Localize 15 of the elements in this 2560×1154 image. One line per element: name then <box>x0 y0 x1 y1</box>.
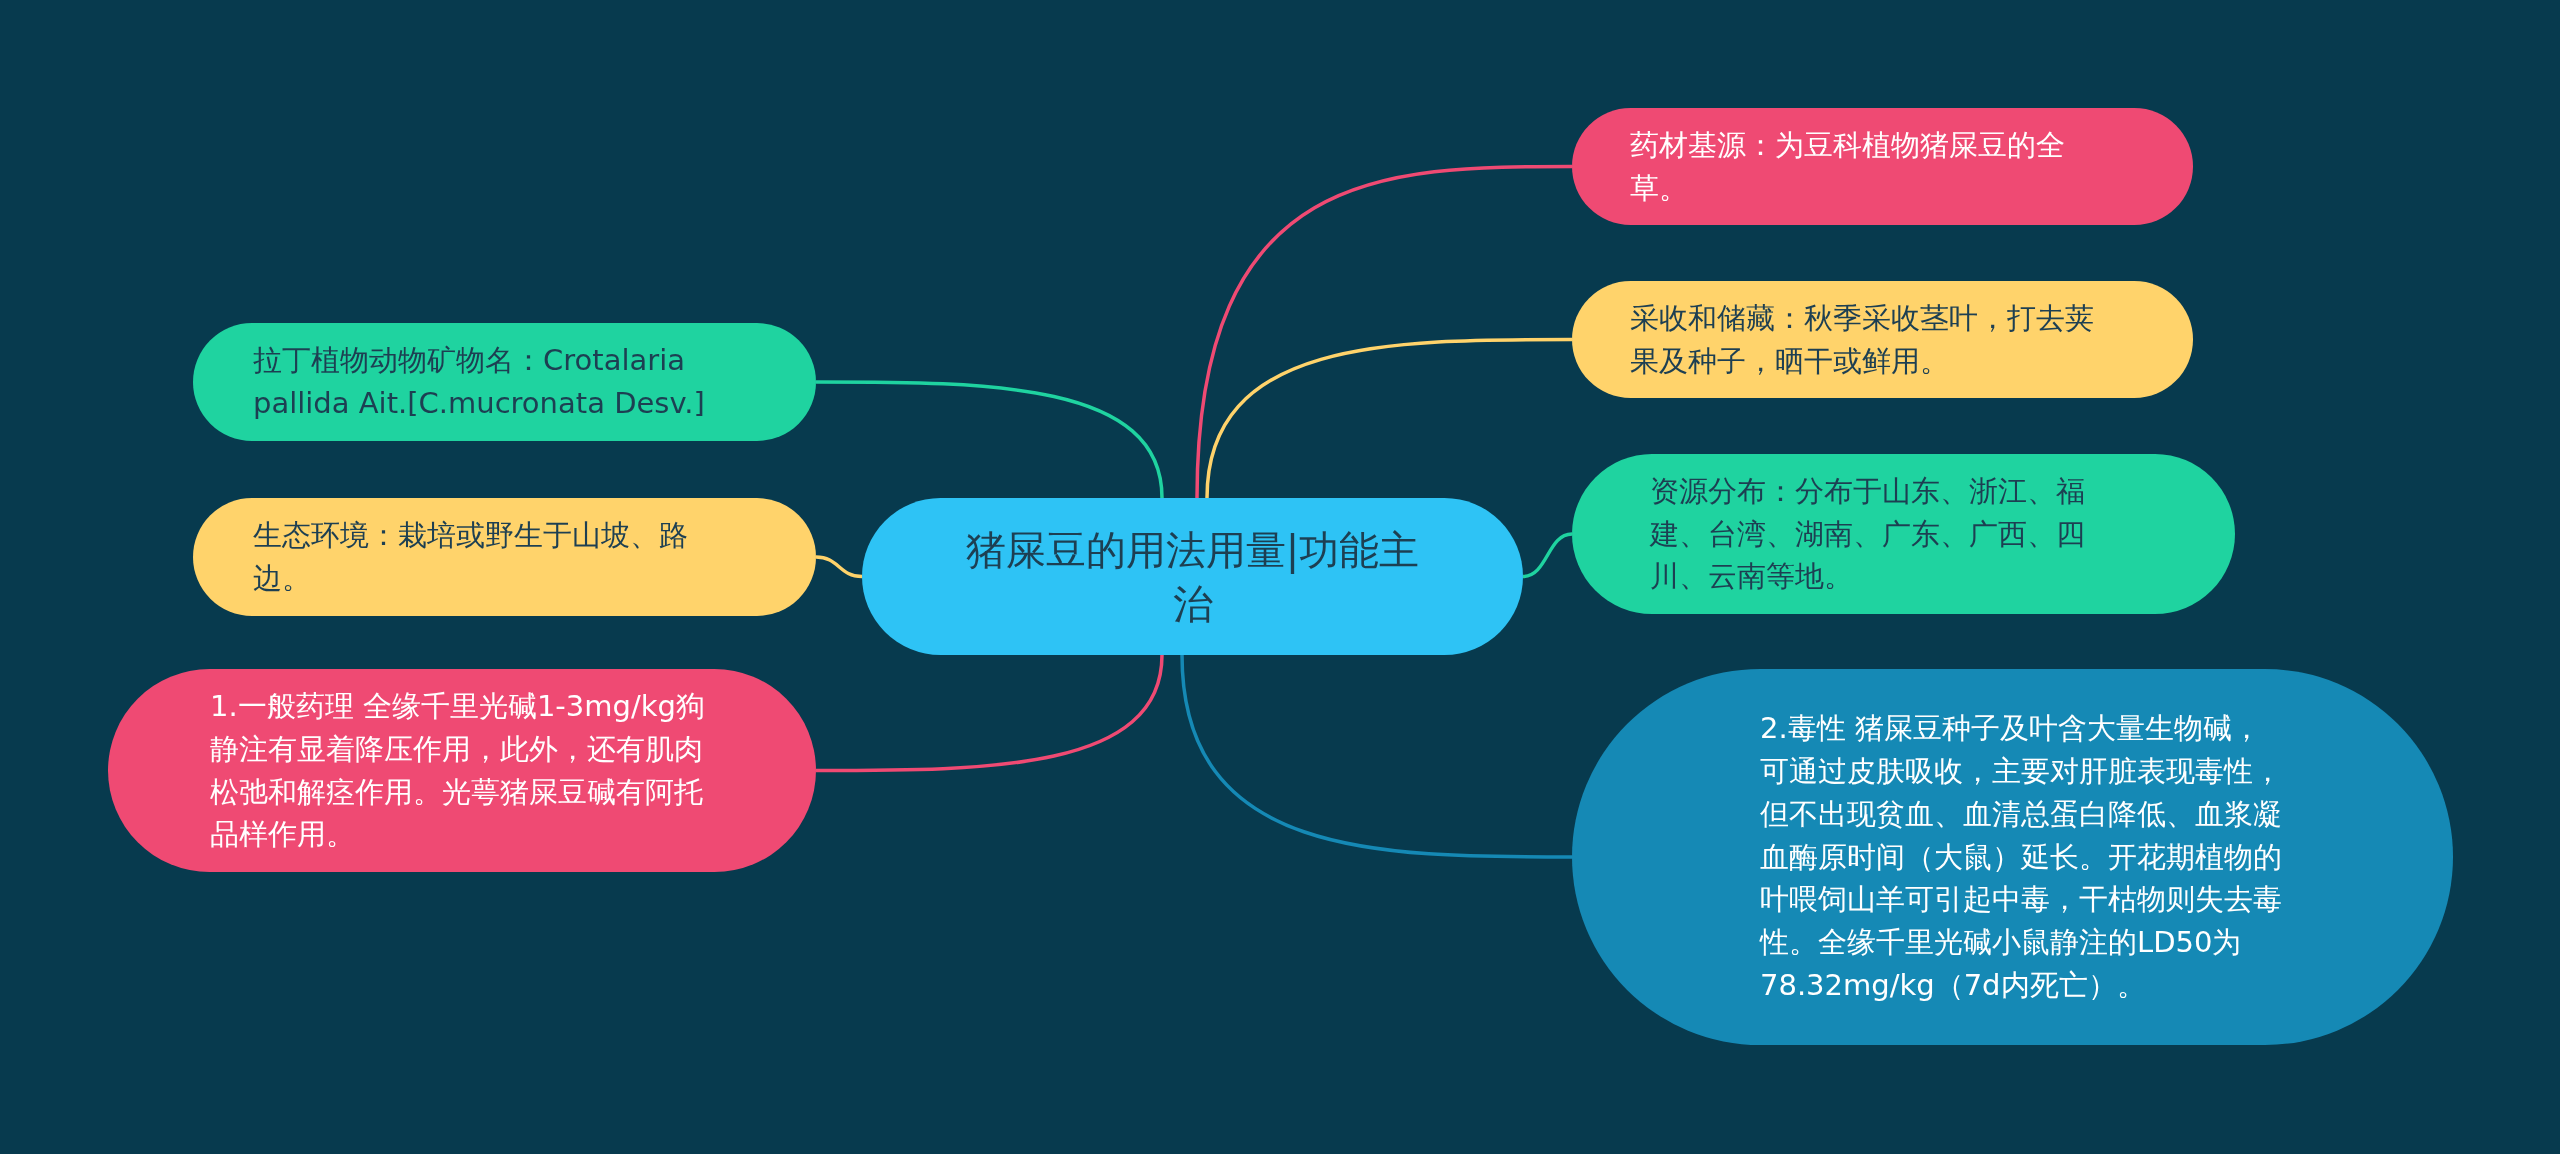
topic-box: 资源分布：分布于山东、浙江、福建、台湾、湖南、广东、广西、四川、云南等地。 <box>1572 454 2235 614</box>
topic-box: 拉丁植物动物矿物名：Crotalaria pallida Ait.[C.mucronata Desv.] <box>193 323 816 441</box>
topic-box: 1.一般药理 全缘千里光碱1-3mg/kg狗静注有显着降压作用，此外，还有肌肉松弛和解痉作用。光萼猪屎豆碱有阿托品样作用。 <box>108 669 816 872</box>
central-topic-box: 猪屎豆的用法用量|功能主治 <box>862 498 1523 655</box>
connector <box>816 380 1164 499</box>
connector <box>1522 532 1573 579</box>
connector <box>1205 337 1572 499</box>
topic-box: 采收和储藏：秋季采收茎叶，打去荚果及种子，晒干或鲜用。 <box>1572 281 2193 398</box>
connector <box>816 654 1164 773</box>
topic-box: 生态环境：栽培或野生于山坡、路边。 <box>193 498 816 616</box>
connector <box>815 555 863 579</box>
connector <box>1180 654 1572 859</box>
topic-box: 药材基源：为豆科植物猪屎豆的全草。 <box>1572 108 2193 225</box>
connector <box>1195 164 1572 499</box>
topic-box: 2.毒性 猪屎豆种子及叶含大量生物碱，可通过皮肤吸收，主要对肝脏表现毒性，但不出现贫血、血清总蛋白降低、血浆凝血酶原时间（大鼠）延长。开花期植物的叶喂饲山羊可引起中毒，干枯物则失去毒性。全缘千里光碱小鼠静注的LD50为78.32mg/kg（7d内死亡）。 <box>1572 669 2453 1045</box>
